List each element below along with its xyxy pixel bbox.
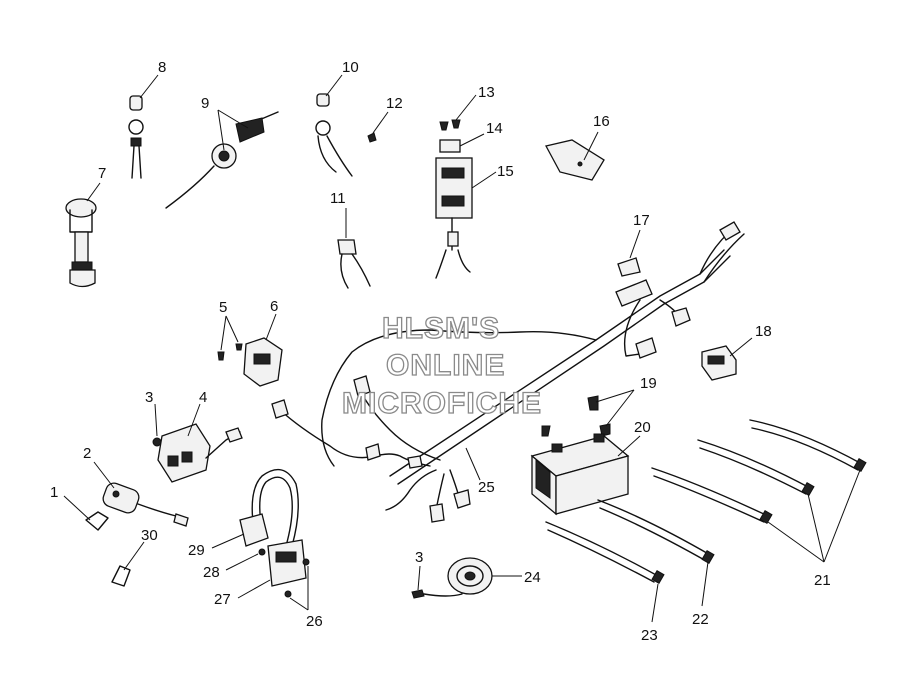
callout-25: 25	[478, 479, 495, 496]
watermark-line-1: HLSM'S	[382, 312, 500, 345]
watermark-line-3: MICROFICHE	[342, 387, 542, 420]
part-3-bolt-upper	[152, 403, 162, 447]
part-22-strap	[597, 499, 715, 607]
part-13-screws	[439, 94, 477, 131]
callout-3-lower: 3	[415, 549, 423, 566]
part-1-bracket	[63, 495, 109, 531]
part-10-switch	[315, 74, 353, 177]
callout-16: 16	[593, 113, 610, 130]
callout-19: 19	[640, 375, 657, 392]
part-30-clip	[111, 541, 145, 587]
callout-23: 23	[641, 627, 658, 644]
callout-6: 6	[270, 298, 278, 315]
part-25-wiring-harness	[271, 221, 745, 523]
part-5-screws	[217, 315, 243, 361]
part-16-cover	[545, 131, 605, 181]
part-19-terminals	[541, 389, 635, 437]
part-27-ignition-coil	[237, 539, 307, 599]
part-3-bolt-lower	[411, 565, 425, 599]
callout-20: 20	[634, 419, 651, 436]
callout-15: 15	[497, 163, 514, 180]
part-20-battery	[530, 433, 641, 516]
part-23-strap	[545, 521, 665, 623]
part-21-straps	[651, 419, 867, 563]
watermark-line-2: ONLINE	[386, 349, 505, 382]
part-8-switch	[128, 74, 159, 179]
part-29-plug-cap	[211, 468, 299, 549]
part-24-horn	[423, 557, 522, 597]
callout-17: 17	[633, 212, 650, 229]
part-11-bulb-socket	[337, 208, 371, 289]
callout-26: 26	[306, 613, 323, 630]
callout-5: 5	[219, 299, 227, 316]
part-28-washer	[225, 548, 266, 571]
part-9-handlebar-switch	[165, 109, 279, 209]
callout-11: 11	[330, 190, 346, 207]
part-17-connector	[617, 229, 641, 277]
callout-27: 27	[214, 591, 231, 608]
part-7-ignition-switch	[65, 182, 101, 288]
part-26-bolts	[284, 558, 310, 611]
part-14-bracket	[439, 133, 485, 153]
callout-18: 18	[755, 323, 772, 340]
part-4-rectifier	[157, 403, 243, 483]
part-12-clip	[367, 111, 389, 143]
callout-22: 22	[692, 611, 709, 628]
callout-10: 10	[342, 59, 359, 76]
part-6-regulator	[243, 313, 283, 387]
callout-2: 2	[83, 445, 91, 462]
callout-30: 30	[141, 527, 158, 544]
part-2-solenoid	[93, 461, 189, 527]
callout-24: 24	[524, 569, 541, 586]
callout-7: 7	[98, 165, 106, 182]
callout-29: 29	[188, 542, 205, 559]
callout-3-upper: 3	[145, 389, 153, 406]
callout-4: 4	[199, 389, 207, 406]
callout-28: 28	[203, 564, 220, 581]
callout-13: 13	[478, 84, 495, 101]
callout-12: 12	[386, 95, 403, 112]
callout-9: 9	[201, 95, 209, 112]
callout-8: 8	[158, 59, 166, 76]
callout-14: 14	[486, 120, 503, 137]
watermark: HLSM'S ONLINE MICROFICHE	[341, 311, 542, 420]
callout-21: 21	[814, 572, 831, 589]
part-18-relay	[701, 337, 753, 381]
part-15-cdi-module	[435, 157, 497, 279]
callout-1: 1	[50, 484, 58, 501]
